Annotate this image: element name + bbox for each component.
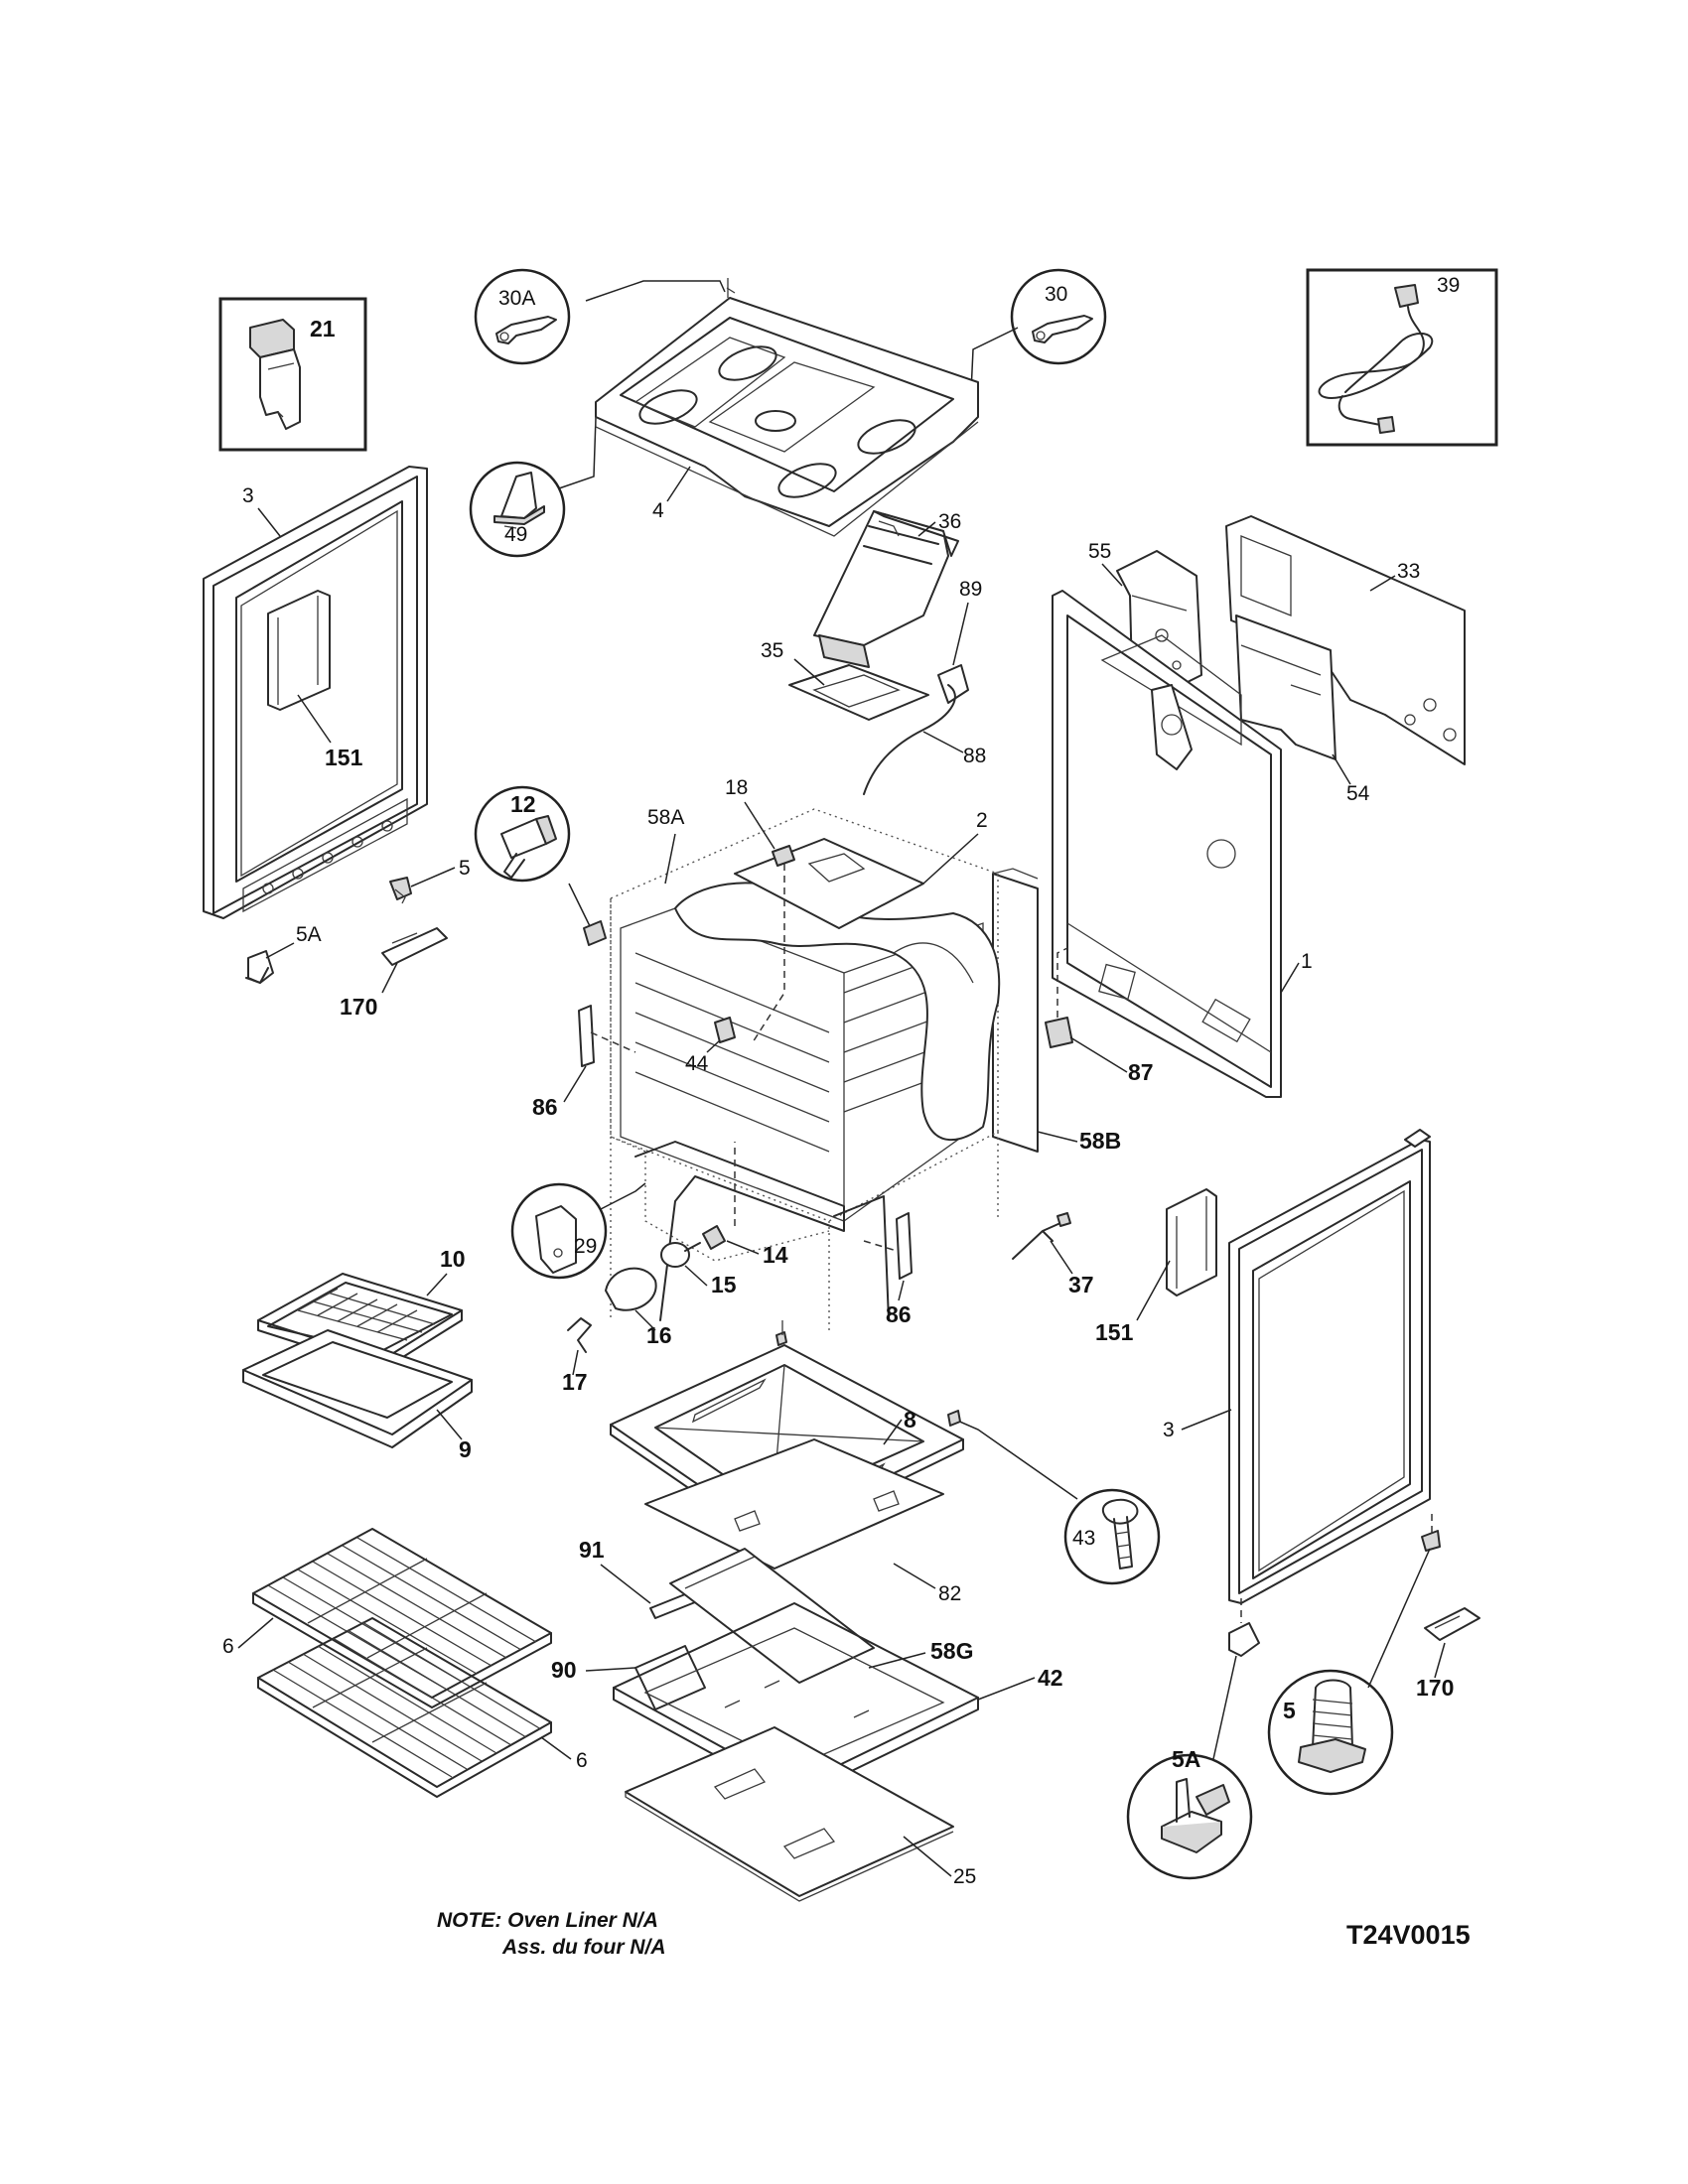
callout-8: 8	[904, 1407, 916, 1433]
note-line-1: NOTE: Oven Liner N/A	[437, 1909, 658, 1932]
callout-30A: 30A	[498, 287, 535, 310]
callout-3-left: 3	[242, 484, 254, 507]
callout-5A-bottom: 5A	[1172, 1746, 1200, 1772]
callout-55: 55	[1088, 540, 1111, 563]
footer-note: NOTE: Oven Liner N/A Ass. du four N/A	[437, 1909, 666, 1959]
part-54-shield: 54	[1235, 614, 1370, 805]
part-4-burner-box: 4	[595, 278, 979, 537]
part-25-bottom-panel: 25	[625, 1726, 976, 1902]
callout-86-left: 86	[532, 1094, 558, 1120]
part-90-bracket: 90	[551, 1645, 706, 1710]
part-1-back-panel: 1	[1052, 590, 1313, 1098]
callout-9: 9	[459, 1436, 472, 1462]
part-86-left: 86	[532, 1005, 636, 1120]
callout-16: 16	[646, 1322, 672, 1348]
callout-10: 10	[440, 1246, 466, 1272]
callout-39: 39	[1437, 274, 1460, 297]
callout-17: 17	[562, 1369, 588, 1395]
callout-14: 14	[763, 1242, 788, 1268]
callout-21: 21	[310, 316, 336, 341]
detail-circle-49: 49	[469, 401, 609, 558]
part-36-vent-duct: 36	[813, 510, 961, 668]
callout-5A-top: 5A	[296, 923, 322, 946]
part-86-right: 86	[863, 1212, 913, 1327]
hinge-parts-right: 170	[1228, 1514, 1480, 1701]
callout-42: 42	[1038, 1665, 1063, 1691]
callout-29: 29	[574, 1235, 597, 1258]
part-37-wire: 37	[1012, 1212, 1094, 1297]
callout-4: 4	[652, 499, 664, 522]
callout-36: 36	[938, 510, 961, 533]
callout-90: 90	[551, 1657, 577, 1683]
oven-cavity: 58A 2 18 44	[610, 776, 1001, 1330]
oven-light-parts: 14 15 16 17	[562, 1142, 788, 1395]
callout-82: 82	[938, 1582, 961, 1605]
diagram-code: T24V0015	[1346, 1920, 1471, 1950]
inset-part-21: 21	[218, 297, 367, 452]
part-6-oven-rack-bottom: 6	[257, 1617, 588, 1798]
callout-58B: 58B	[1079, 1128, 1121, 1154]
callout-86-right: 86	[886, 1301, 912, 1327]
callout-89: 89	[959, 578, 982, 601]
callout-25: 25	[953, 1865, 976, 1888]
callout-6-top: 6	[222, 1635, 234, 1658]
callout-58A: 58A	[647, 806, 684, 829]
part-9-broiler-pan: 9	[242, 1329, 473, 1462]
callout-12: 12	[510, 791, 536, 817]
detail-circle-30A: 30A	[474, 268, 726, 365]
detail-circle-12: 12	[474, 785, 607, 946]
callout-6-bottom: 6	[576, 1749, 588, 1772]
callout-2: 2	[976, 809, 988, 832]
callout-3-right: 3	[1163, 1419, 1175, 1441]
callout-44: 44	[685, 1052, 709, 1075]
detail-circle-29: 29	[510, 1182, 646, 1280]
part-6-oven-rack-top: 6	[222, 1528, 552, 1708]
part-35-vent-base: 35	[761, 639, 929, 721]
part-58B-insulation: 58B	[992, 868, 1121, 1154]
callout-18: 18	[725, 776, 748, 799]
callout-30: 30	[1045, 283, 1067, 306]
note-line-2: Ass. du four N/A	[501, 1936, 666, 1959]
callout-151-right: 151	[1095, 1319, 1134, 1345]
part-89-sensor: 89 88	[863, 578, 986, 795]
callout-1: 1	[1301, 950, 1313, 973]
inset-part-39: 39	[1306, 268, 1498, 447]
callout-91: 91	[579, 1537, 605, 1563]
part-3-left-oven-door: 3 151	[203, 466, 428, 919]
hinge-parts-left: 5 5A 170	[245, 857, 471, 1020]
callout-58G: 58G	[930, 1638, 973, 1664]
callout-88: 88	[963, 745, 986, 767]
callout-35: 35	[761, 639, 783, 662]
callout-37: 37	[1068, 1272, 1094, 1297]
part-87-terminal-block: 87	[1045, 947, 1154, 1085]
callout-43: 43	[1072, 1527, 1095, 1550]
part-58G-insulation: 58G	[669, 1548, 973, 1684]
detail-circle-5: 5	[1267, 1548, 1431, 1796]
callout-170-right: 170	[1416, 1675, 1454, 1701]
detail-circle-43: 43	[947, 1410, 1161, 1585]
part-82-heat-shield: 82	[644, 1438, 961, 1605]
detail-circle-30: 30	[960, 268, 1107, 406]
callout-170-left: 170	[340, 994, 377, 1020]
callout-49: 49	[504, 523, 527, 546]
callout-33: 33	[1397, 560, 1420, 583]
callout-54: 54	[1346, 782, 1370, 805]
callout-15: 15	[711, 1272, 737, 1297]
callout-151-left: 151	[325, 745, 363, 770]
callout-5-bottom: 5	[1283, 1698, 1296, 1723]
detail-circle-5A: 5A	[1126, 1655, 1253, 1880]
callout-5-top: 5	[459, 857, 471, 880]
part-3-right-oven-door: 3 151	[1095, 1129, 1431, 1604]
callout-87: 87	[1128, 1059, 1154, 1085]
